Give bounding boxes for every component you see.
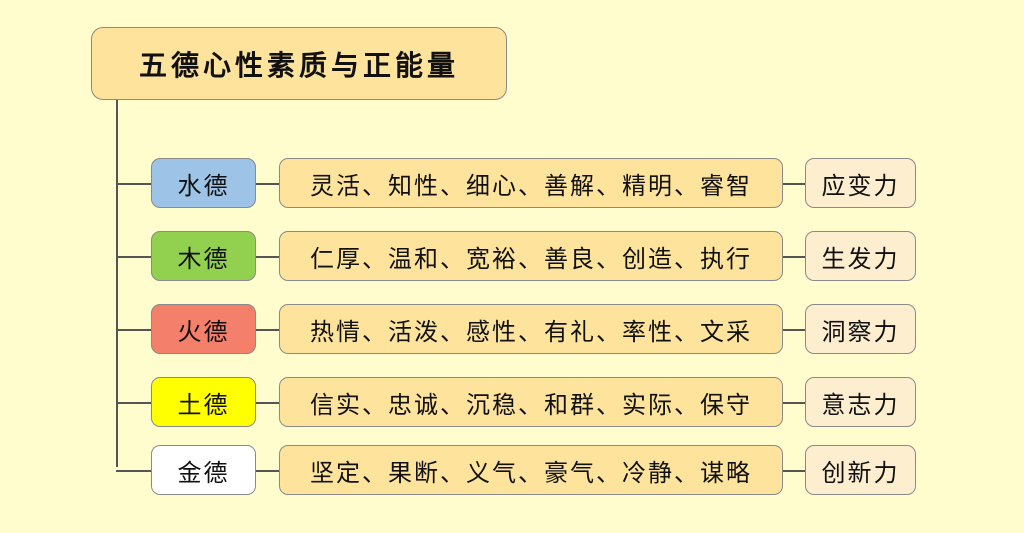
element-traits-connector bbox=[256, 329, 279, 331]
branch-connector bbox=[116, 402, 151, 404]
branch-connector bbox=[116, 470, 151, 472]
element-box: 火德 bbox=[151, 304, 256, 354]
element-traits-connector bbox=[256, 470, 279, 472]
ability-box: 洞察力 bbox=[805, 304, 916, 354]
element-box: 木德 bbox=[151, 231, 256, 281]
branch-connector bbox=[116, 183, 151, 185]
branch-connector bbox=[116, 329, 151, 331]
element-box: 水德 bbox=[151, 158, 256, 208]
element-traits-connector bbox=[256, 183, 279, 185]
trunk-connector bbox=[116, 100, 118, 467]
ability-box: 生发力 bbox=[805, 231, 916, 281]
branch-connector bbox=[116, 256, 151, 258]
element-box: 金德 bbox=[151, 445, 256, 495]
element-box: 土德 bbox=[151, 377, 256, 427]
element-traits-connector bbox=[256, 256, 279, 258]
traits-box: 灵活、知性、细心、善解、精明、睿智 bbox=[279, 158, 783, 208]
element-traits-connector bbox=[256, 402, 279, 404]
traits-ability-connector bbox=[783, 256, 805, 258]
traits-box: 坚定、果断、义气、豪气、冷静、谋略 bbox=[279, 445, 783, 495]
traits-ability-connector bbox=[783, 402, 805, 404]
ability-box: 应变力 bbox=[805, 158, 916, 208]
ability-box: 意志力 bbox=[805, 377, 916, 427]
diagram-title: 五德心性素质与正能量 bbox=[91, 27, 507, 100]
traits-ability-connector bbox=[783, 329, 805, 331]
traits-box: 热情、活泼、感性、有礼、率性、文采 bbox=[279, 304, 783, 354]
traits-ability-connector bbox=[783, 183, 805, 185]
traits-ability-connector bbox=[783, 470, 805, 472]
traits-box: 信实、忠诚、沉稳、和群、实际、保守 bbox=[279, 377, 783, 427]
ability-box: 创新力 bbox=[805, 445, 916, 495]
traits-box: 仁厚、温和、宽裕、善良、创造、执行 bbox=[279, 231, 783, 281]
